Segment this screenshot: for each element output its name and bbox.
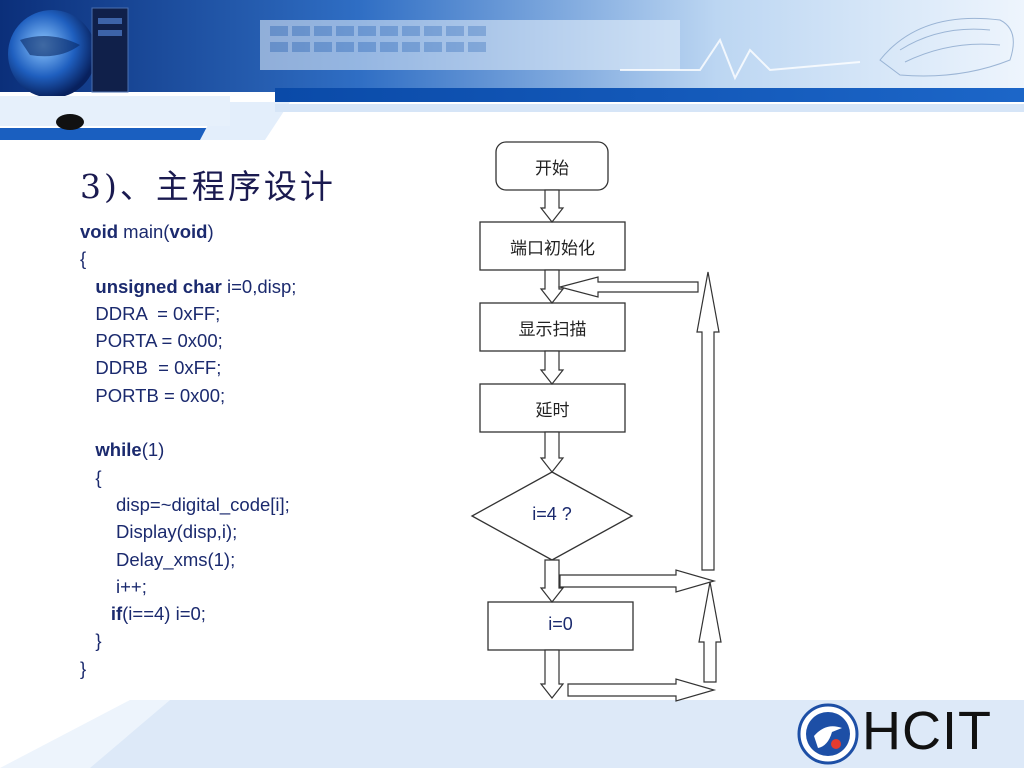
code-keyword: void bbox=[80, 221, 119, 242]
arrow-check-reset bbox=[539, 559, 565, 603]
code-line: } bbox=[80, 627, 296, 654]
node-label-check: i=4 ? bbox=[532, 504, 572, 524]
arrow-loop-back bbox=[557, 276, 699, 298]
arrow-bottom-right bbox=[567, 678, 717, 702]
arrow-loop-up bbox=[696, 271, 720, 571]
code-listing: void main(void) { unsigned char i=0,disp;… bbox=[80, 218, 296, 682]
code-text: } bbox=[80, 657, 87, 679]
code-line: PORTA = 0x00; bbox=[80, 327, 296, 354]
code-line: Display(disp,i); bbox=[80, 518, 296, 545]
code-text: (i==4) i=0; bbox=[122, 603, 206, 625]
code-line: DDRA = 0xFF; bbox=[80, 300, 296, 327]
code-text: PORTA = 0x00; bbox=[80, 330, 223, 352]
code-text: i++; bbox=[80, 575, 147, 597]
slide-title: 3)、主程序设计 bbox=[80, 167, 336, 206]
code-keyword: void bbox=[169, 221, 208, 242]
node-label-delay: 延时 bbox=[535, 401, 570, 421]
arrow-yes-right bbox=[559, 569, 717, 593]
arrow-scan-delay bbox=[539, 350, 565, 385]
code-line: disp=~digital_code[i]; bbox=[80, 491, 296, 518]
code-line: void main(void) bbox=[80, 218, 296, 245]
arrow-loop-up-lower bbox=[698, 581, 722, 683]
code-line: unsigned char i=0,disp; bbox=[80, 273, 296, 300]
code-text: { bbox=[80, 248, 87, 270]
code-text bbox=[80, 412, 85, 433]
node-label-reset: i=0 bbox=[548, 614, 573, 634]
code-text: Display(disp,i); bbox=[80, 521, 238, 543]
code-line: while(1) bbox=[80, 436, 296, 463]
code-text: ) bbox=[207, 221, 214, 242]
code-text: disp=~digital_code[i]; bbox=[80, 493, 290, 515]
footer-band bbox=[0, 700, 1024, 768]
code-keyword: while bbox=[80, 439, 142, 461]
node-scan bbox=[479, 302, 626, 352]
code-line: i++; bbox=[80, 573, 296, 600]
code-line: if(i==4) i=0; bbox=[80, 600, 296, 627]
code-text: DDRA = 0xFF; bbox=[80, 302, 221, 324]
code-text: } bbox=[80, 630, 102, 652]
code-line: PORTB = 0x00; bbox=[80, 382, 296, 409]
code-text: DDRB = 0xFF; bbox=[80, 357, 222, 379]
hcit-logo bbox=[797, 703, 859, 765]
node-label-init: 端口初始化 bbox=[510, 239, 595, 259]
code-keyword: unsigned char bbox=[80, 275, 222, 297]
logo-text: HCIT bbox=[862, 701, 992, 761]
code-line: } bbox=[80, 655, 296, 682]
code-line: { bbox=[80, 464, 296, 491]
header-banner bbox=[0, 0, 1024, 140]
flowchart bbox=[470, 141, 722, 702]
code-line: DDRB = 0xFF; bbox=[80, 354, 296, 381]
code-text: Delay_xms(1); bbox=[80, 548, 236, 570]
code-line bbox=[80, 409, 296, 436]
node-reset bbox=[487, 601, 634, 651]
node-label-start: 开始 bbox=[535, 159, 569, 179]
node-label-scan: 显示扫描 bbox=[518, 320, 587, 340]
code-text: main( bbox=[118, 221, 170, 242]
code-text: (1) bbox=[141, 439, 165, 461]
code-text: i=0,disp; bbox=[221, 275, 297, 297]
arrow-delay-check bbox=[539, 431, 565, 473]
arrow-start-init bbox=[539, 189, 565, 223]
arrow-init-scan bbox=[539, 269, 565, 304]
code-text: PORTB = 0x00; bbox=[80, 384, 226, 406]
code-keyword: if bbox=[80, 603, 123, 625]
code-text: { bbox=[80, 466, 102, 488]
arrow-reset-out bbox=[539, 649, 565, 699]
code-line: Delay_xms(1); bbox=[80, 546, 296, 573]
node-delay bbox=[479, 383, 626, 433]
code-line: { bbox=[80, 245, 296, 272]
